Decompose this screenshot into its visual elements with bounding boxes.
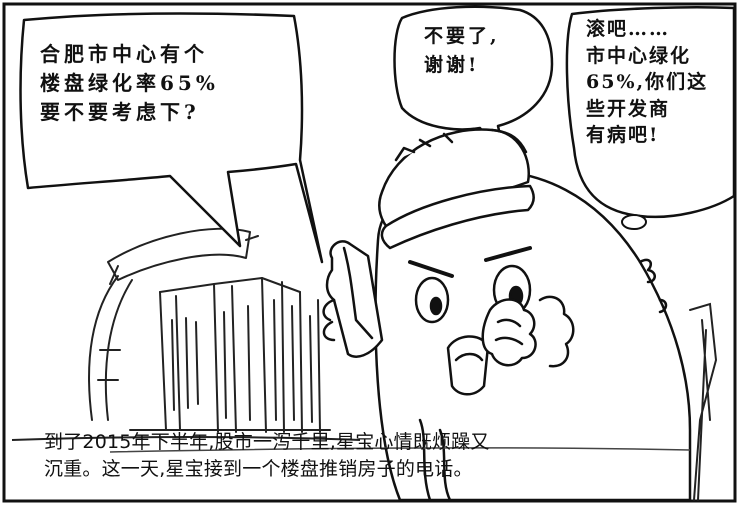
- middle-bubble-text: 不要了, 谢谢!: [424, 25, 500, 76]
- middle-speech-bubble: [393, 5, 554, 164]
- right-bubble-text: 滚吧…… 市中心绿化 65%,你们这 些开发商 有病吧!: [586, 18, 709, 147]
- caption-text: 到了2015年下半年,股市一泻千里,星宝心情既烦躁又 沉重。这一天,星宝接到一个…: [44, 431, 490, 480]
- ground-line: [11, 436, 361, 441]
- building-illustration: [88, 227, 331, 433]
- caption-underline: [109, 447, 691, 453]
- left-speech-bubble: [19, 12, 324, 264]
- character-illustration: [322, 128, 692, 502]
- left-bubble-text: 合肥市中心有个 楼盘绿化率65% 要不要考虑下?: [40, 42, 219, 124]
- thought-dot-large: [621, 214, 647, 230]
- right-scribble: [689, 302, 718, 501]
